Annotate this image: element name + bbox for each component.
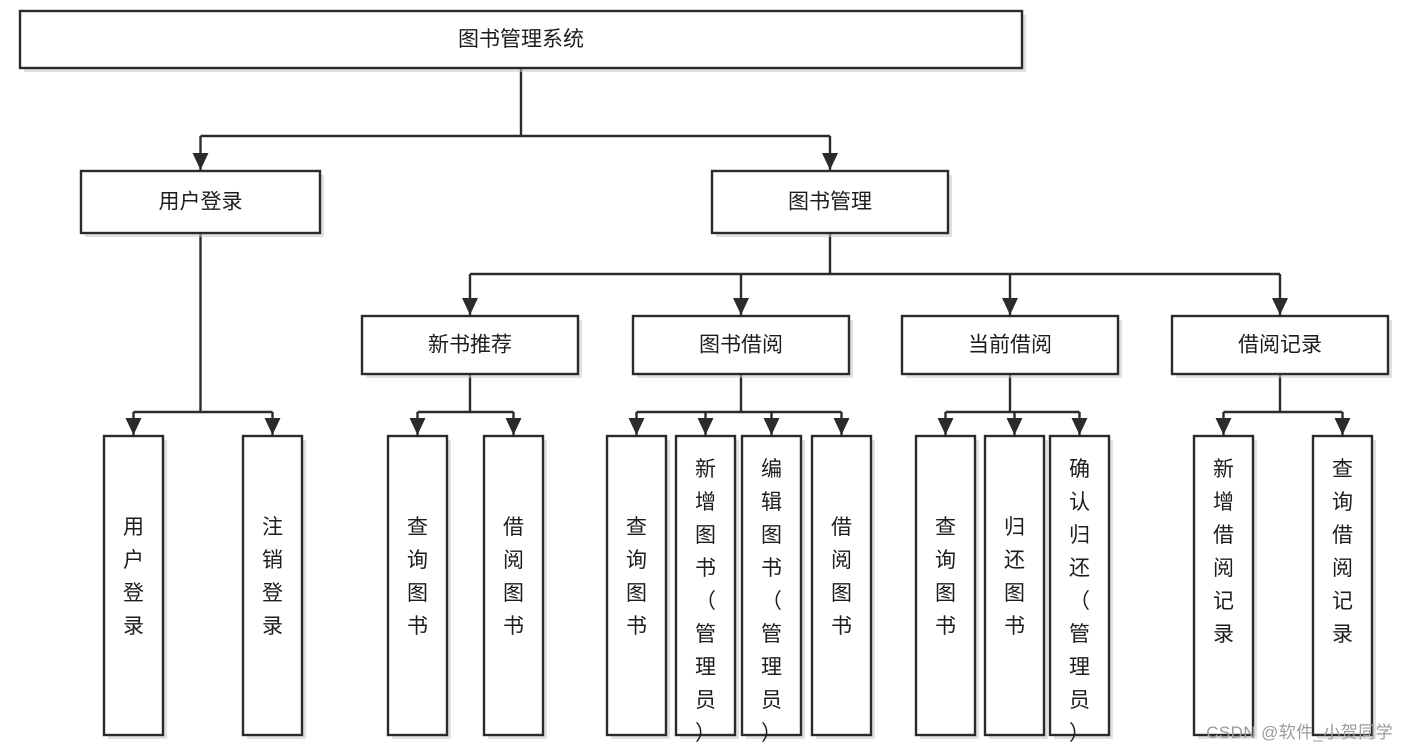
node-leaf-confirm-return[interactable]: 确认归还（管理员） [1048,434,1113,745]
node-box[interactable] [360,314,580,376]
node-leaf-query-record[interactable]: 查询借阅记录 [1311,434,1376,739]
node-label: 新书推荐 [428,334,512,357]
arrow-head-icon [1071,418,1088,435]
node-label: 注销登录 [262,516,283,638]
watermark-label: CSDN @软件_小贺同学 [1206,723,1393,742]
node-label: 新增借阅记录 [1213,458,1234,646]
arrow-head-icon [733,298,749,315]
node-box[interactable] [1048,434,1111,737]
arrow-head-icon [937,418,954,435]
node-label: 归还图书 [1004,516,1025,638]
node-label: 当前借阅 [968,334,1052,357]
node-label: 新增图书（管理员） [695,458,716,745]
node-user-login[interactable]: 用户登录 [79,169,324,237]
node-label: 借阅图书 [503,516,524,638]
arrow-head-icon [1272,298,1288,315]
node-label: 用户登录 [159,191,243,214]
arrow-head-icon [833,418,850,435]
node-leaf-edit-book[interactable]: 编辑图书（管理员） [740,434,805,745]
node-box[interactable] [983,434,1046,737]
node-book-manage[interactable]: 图书管理 [710,169,952,237]
node-label: 借阅记录 [1238,334,1322,357]
node-box[interactable] [241,434,304,737]
node-label: 用户登录 [123,516,144,638]
node-leaf-logout[interactable]: 注销登录 [241,434,306,739]
arrow-head-icon [628,418,645,435]
node-box[interactable] [914,434,977,737]
node-book-borrow[interactable]: 图书借阅 [631,314,853,378]
node-new-book-rec[interactable]: 新书推荐 [360,314,582,378]
node-box[interactable] [18,9,1024,70]
node-label: 编辑图书（管理员） [761,458,782,745]
node-box[interactable] [386,434,449,737]
arrow-head-icon [1002,298,1018,315]
arrow-head-icon [505,418,522,435]
arrow-head-icon [1215,418,1232,435]
node-label: 借阅图书 [831,516,852,638]
node-box[interactable] [79,169,322,235]
node-leaf-add-book[interactable]: 新增图书（管理员） [674,434,739,745]
connector-layer [125,68,1351,435]
node-label: 查询图书 [935,516,956,638]
node-layer: 图书管理系统用户登录图书管理新书推荐图书借阅当前借阅借阅记录用户登录注销登录查询… [18,9,1392,745]
node-label: 确认归还（管理员） [1069,458,1090,745]
node-box[interactable] [482,434,545,737]
node-current-borrow[interactable]: 当前借阅 [900,314,1122,378]
node-leaf-return-book[interactable]: 归还图书 [983,434,1048,739]
node-leaf-user-login[interactable]: 用户登录 [102,434,167,739]
node-box[interactable] [631,314,851,376]
node-box[interactable] [740,434,803,737]
node-label: 图书管理 [788,191,872,214]
node-label: 查询借阅记录 [1332,458,1353,646]
node-box[interactable] [1192,434,1255,737]
node-leaf-query-book-rec[interactable]: 查询图书 [386,434,451,739]
node-leaf-query-book-borrow[interactable]: 查询图书 [605,434,670,739]
node-box[interactable] [102,434,165,737]
node-box[interactable] [1311,434,1374,737]
node-box[interactable] [710,169,950,235]
node-label: 图书借阅 [699,334,783,357]
node-box[interactable] [810,434,873,737]
node-leaf-borrow-book-rec[interactable]: 借阅图书 [482,434,547,739]
node-root[interactable]: 图书管理系统 [18,9,1026,72]
node-label: 查询图书 [626,516,647,638]
arrow-head-icon [697,418,714,435]
node-label: 图书管理系统 [458,28,584,51]
arrow-head-icon [264,418,281,435]
arrow-head-icon [125,418,142,435]
arrow-head-icon [409,418,426,435]
arrow-head-icon [763,418,780,435]
arrow-head-icon [822,153,838,170]
arrow-head-icon [192,153,209,170]
arrow-head-icon [1006,418,1023,435]
node-leaf-query-book-cur[interactable]: 查询图书 [914,434,979,739]
node-leaf-add-record[interactable]: 新增借阅记录 [1192,434,1257,739]
node-box[interactable] [900,314,1120,376]
arrow-head-icon [462,298,478,315]
node-box[interactable] [1170,314,1390,376]
node-box[interactable] [674,434,737,737]
node-borrow-record[interactable]: 借阅记录 [1170,314,1392,378]
node-leaf-borrow-book[interactable]: 借阅图书 [810,434,875,739]
arrow-head-icon [1334,418,1351,435]
node-label: 查询图书 [407,516,428,638]
node-box[interactable] [605,434,668,737]
